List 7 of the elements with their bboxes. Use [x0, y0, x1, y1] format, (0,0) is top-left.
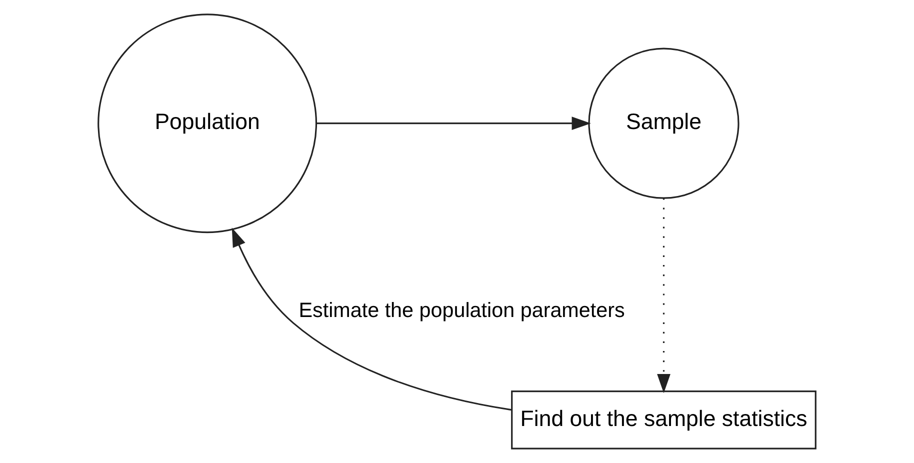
- arrow: [232, 228, 512, 411]
- arrow: [316, 116, 591, 130]
- arrow: [657, 198, 670, 394]
- node-circle: Population: [98, 14, 318, 234]
- node-box: Find out the sample statistics: [511, 390, 816, 450]
- edge-label: Estimate the population parameters: [298, 299, 625, 322]
- node-circle: Sample: [588, 48, 740, 199]
